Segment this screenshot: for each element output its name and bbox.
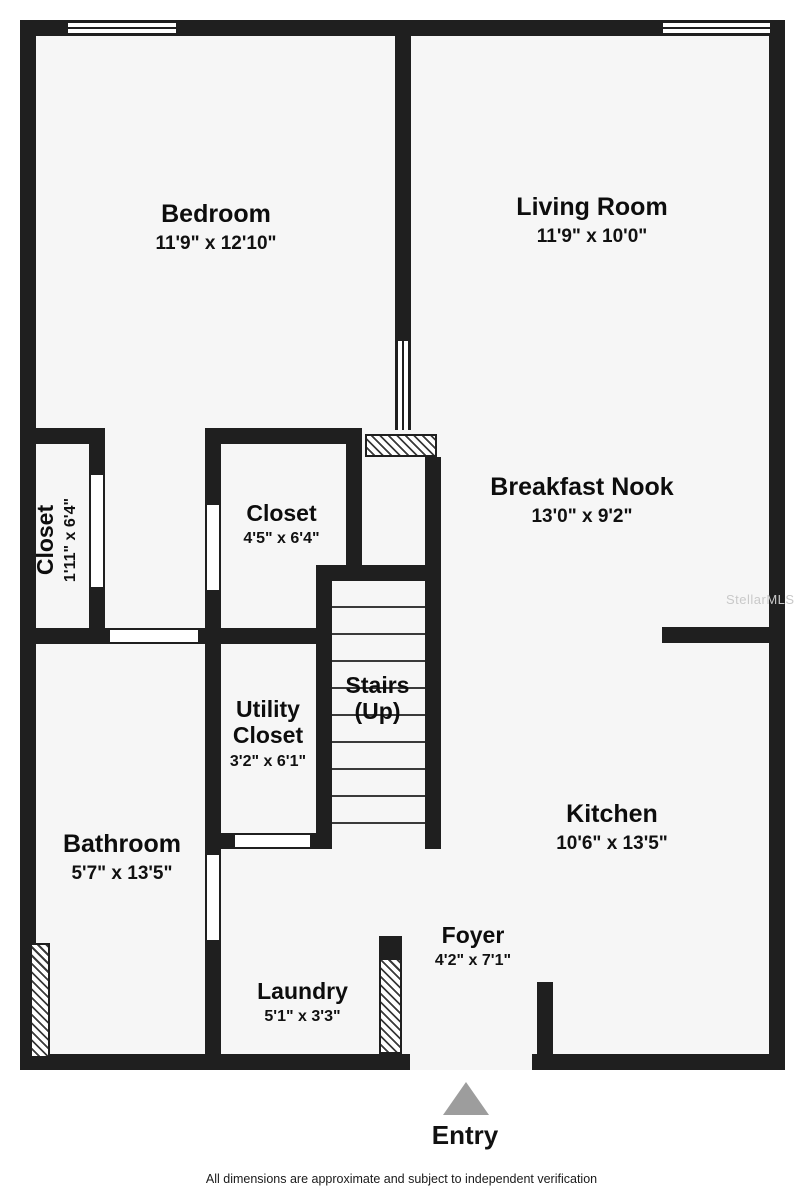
room-dims: 3'2" x 6'1" (229, 752, 307, 770)
wall-closet-mid-top (205, 428, 362, 444)
room-name: Foyer (441, 922, 505, 948)
wall-utility-bottom (205, 833, 235, 849)
room-dims: 5'7" x 13'5" (71, 862, 173, 884)
room-dims: 11'9" x 10'0" (536, 225, 648, 247)
wall-bottom-right (532, 1054, 785, 1070)
room-dims: 1'11" x 6'4" (62, 497, 80, 583)
wall-closet-left-top (20, 428, 105, 444)
wall-bottom-left (20, 1054, 410, 1070)
wall-mid-vertical (205, 428, 221, 505)
room-dims: 10'6" x 13'5" (556, 832, 668, 854)
wall-hall-bottom (198, 628, 332, 644)
room-name: Closet (32, 504, 58, 576)
room-name: Closet (246, 500, 317, 526)
room-name: Breakfast Nook (490, 473, 674, 501)
footer-disclaimer: All dimensions are approximate and subje… (205, 1172, 598, 1186)
room-label-breakfast-nook: Breakfast Nook 13'0" x 9'2" (432, 473, 732, 528)
utility-door-opening (235, 833, 310, 849)
wall-bedroom-living (395, 20, 411, 341)
room-name: Kitchen (566, 800, 658, 828)
wall-right (769, 20, 785, 1070)
window-icon (68, 20, 176, 36)
wall-hall-bottom (20, 628, 110, 644)
room-label-living-room: Living Room 11'9" x 10'0" (462, 193, 722, 248)
room-label-bathroom: Bathroom 5'7" x 13'5" (37, 830, 207, 885)
room-label-kitchen: Kitchen 10'6" x 13'5" (492, 800, 732, 855)
room-dims: 5'1" x 3'3" (264, 1008, 341, 1026)
room-name: Living Room (516, 193, 668, 221)
room-label-closet-left: Closet 1'11" x 6'4" (32, 460, 88, 620)
door-hatch-icon (379, 958, 402, 1054)
wall-utility-bottom (310, 833, 332, 849)
wall-closet-left-side (89, 428, 105, 475)
room-name: Laundry (257, 978, 348, 1004)
room-label-utility-closet: Utility Closet 3'2" x 6'1" (208, 696, 328, 771)
wall-closet-mid-right (346, 428, 362, 581)
wall-mid-vertical (205, 940, 221, 1054)
window-icon (395, 341, 411, 430)
room-name: Bathroom (62, 830, 182, 858)
wall-kitchen-stub (662, 627, 769, 643)
room-dims: 11'9" x 12'10" (155, 232, 277, 254)
room-label-laundry: Laundry 5'1" x 3'3" (225, 978, 380, 1027)
room-dims: 4'2" x 7'1" (434, 952, 512, 970)
room-dims: 4'5" x 6'4" (243, 530, 320, 548)
closet-door-opening (89, 475, 105, 587)
room-label-stairs: Stairs (Up) (320, 672, 435, 725)
wall-laundry-cap (379, 936, 402, 958)
door-hatch-icon (365, 434, 437, 457)
hall-door-opening (110, 628, 198, 644)
watermark: StellarMLS (726, 592, 795, 607)
wall-stairs-right (425, 457, 441, 849)
window-icon (663, 20, 770, 36)
stair-treads-icon (332, 581, 425, 847)
room-sub: (Up) (354, 698, 401, 725)
wall-left (20, 20, 36, 1070)
wall-mid-vertical (205, 590, 221, 855)
closet-door-opening (205, 505, 221, 590)
room-name: Bedroom (161, 200, 271, 228)
bathroom-door-opening (205, 855, 221, 940)
wall-foyer-stub (537, 982, 553, 1054)
wall-stairs-top (316, 565, 441, 581)
wall-stairs-left (316, 565, 332, 849)
room-label-bedroom: Bedroom 11'9" x 12'10" (86, 200, 346, 255)
room-label-closet-mid: Closet 4'5" x 6'4" (219, 500, 344, 549)
room-name: Utility Closet (232, 696, 304, 749)
entry-arrow-icon (443, 1082, 489, 1115)
door-hatch-icon (30, 943, 50, 1058)
room-name: Stairs (345, 672, 410, 698)
room-dims: 13'0" x 9'2" (531, 505, 633, 527)
entry-label: Entry (431, 1120, 499, 1150)
room-label-foyer: Foyer 4'2" x 7'1" (398, 922, 548, 971)
